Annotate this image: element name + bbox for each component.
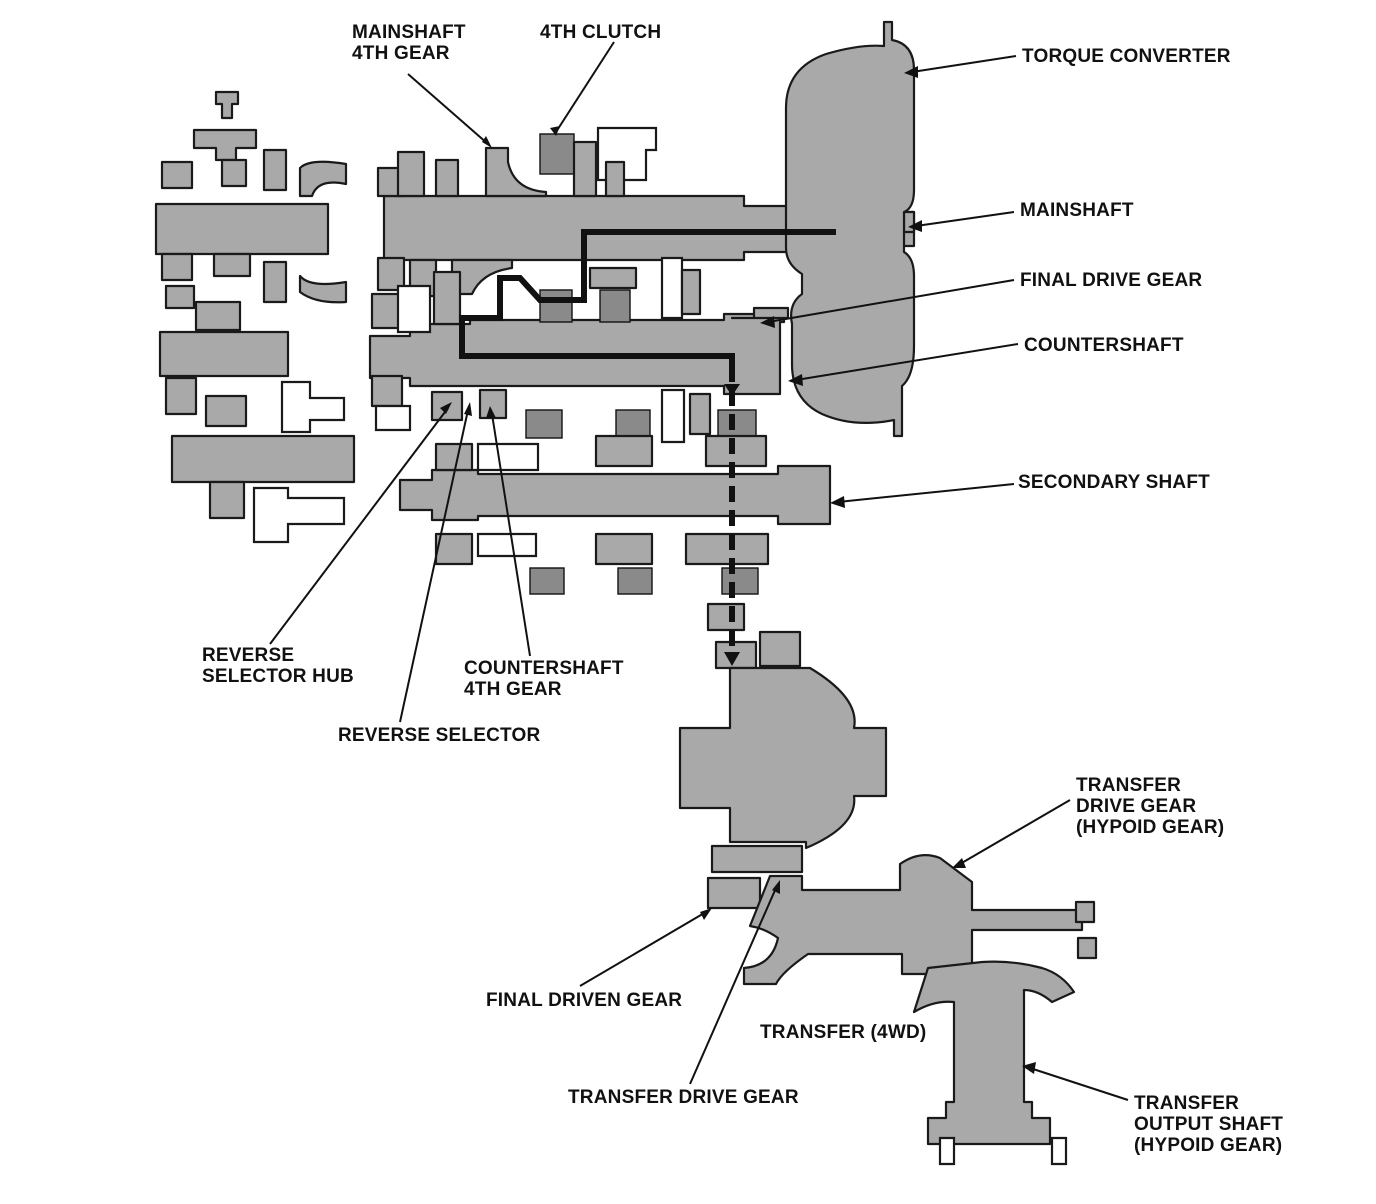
leader-mainshaft-4th-gear bbox=[407, 73, 489, 145]
label-final-drive-gear: FINAL DRIVE GEAR bbox=[1020, 270, 1203, 291]
label-final-driven-gear: FINAL DRIVEN GEAR bbox=[486, 990, 683, 1011]
leader-reverse-selector bbox=[399, 409, 469, 723]
label-transfer-4wd: TRANSFER (4WD) bbox=[760, 1022, 927, 1043]
label-countershaft: COUNTERSHAFT bbox=[1024, 335, 1184, 356]
label-countershaft-4th-gear: COUNTERSHAFT 4TH GEAR bbox=[464, 658, 624, 700]
torque-converter bbox=[784, 20, 916, 438]
secondary-shaft-assembly bbox=[398, 434, 832, 595]
label-mainshaft: MAINSHAFT bbox=[1020, 200, 1134, 221]
leader-torque-converter bbox=[911, 55, 1017, 73]
leader-final-driven-gear bbox=[579, 911, 707, 987]
label-mainshaft-4th-gear: MAINSHAFT 4TH GEAR bbox=[352, 22, 466, 64]
label-reverse-selector-hub: REVERSE SELECTOR HUB bbox=[202, 645, 354, 687]
leader-4th-clutch bbox=[555, 41, 615, 133]
leader-countershaft bbox=[795, 343, 1019, 381]
mainshaft-assembly bbox=[376, 126, 916, 298]
leader-transfer-drive-gear bbox=[689, 887, 777, 1085]
leader-reverse-selector-hub bbox=[269, 407, 449, 645]
leader-secondary-shaft bbox=[837, 483, 1015, 503]
label-4th-clutch: 4TH CLUTCH bbox=[540, 22, 662, 43]
label-transfer-drive-gear-hypoid: TRANSFER DRIVE GEAR (HYPOID GEAR) bbox=[1076, 775, 1225, 838]
leader-final-drive-gear bbox=[767, 279, 1015, 323]
power-flow-path bbox=[459, 229, 836, 666]
transfer-4wd-assembly bbox=[742, 853, 1098, 1166]
leader-mainshaft bbox=[915, 211, 1015, 227]
label-transfer-output-shaft: TRANSFER OUTPUT SHAFT (HYPOID GEAR) bbox=[1134, 1093, 1284, 1156]
label-reverse-selector: REVERSE SELECTOR bbox=[338, 725, 541, 746]
leader-lines bbox=[269, 41, 1129, 1101]
label-transfer-drive-gear: TRANSFER DRIVE GEAR bbox=[568, 1087, 799, 1108]
leader-countershaft-4th-gear bbox=[491, 413, 531, 657]
leader-transfer-output-shaft bbox=[1029, 1067, 1129, 1101]
leader-transfer-drive-gear-hypoid bbox=[959, 799, 1071, 865]
label-torque-converter: TORQUE CONVERTER bbox=[1022, 46, 1231, 67]
left-shaft-cluster bbox=[154, 90, 356, 544]
differential-assembly bbox=[678, 602, 888, 910]
label-secondary-shaft: SECONDARY SHAFT bbox=[1018, 472, 1210, 493]
